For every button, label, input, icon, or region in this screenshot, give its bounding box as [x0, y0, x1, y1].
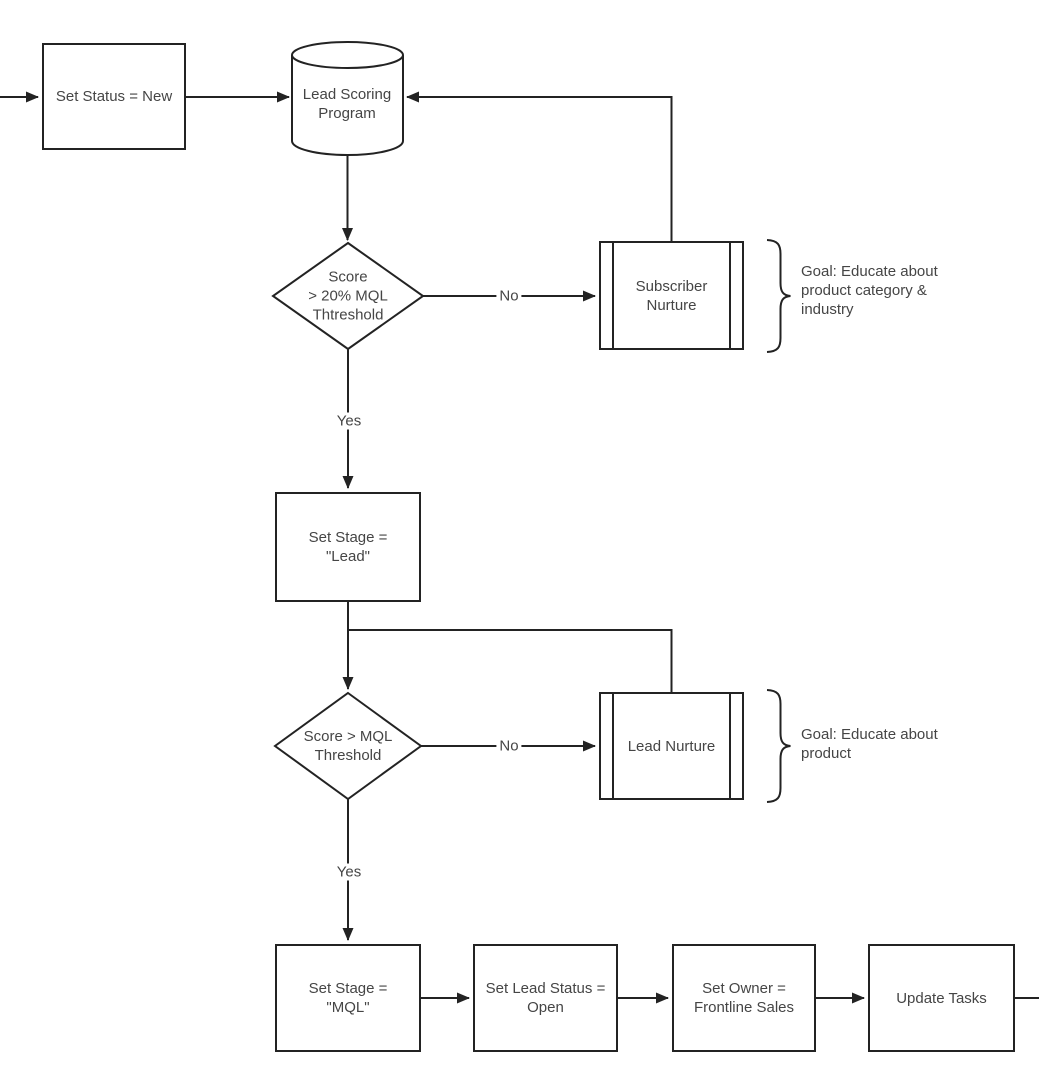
annotation-goal-lead: Goal: Educate about product [801, 725, 1011, 763]
brace-lead-goal [766, 689, 791, 803]
node-set-stage-mql: Set Stage = "MQL" [275, 944, 421, 1052]
annotation-line: product [801, 745, 852, 762]
node-label: "MQL" [326, 999, 370, 1016]
annotation-line: Goal: Educate about [801, 263, 938, 280]
node-score-20-mql-threshold-label: Score > 20% MQL Thtreshold [308, 268, 388, 325]
brace-subscriber-goal [766, 239, 791, 353]
annotation-line: product category & [801, 282, 927, 299]
node-label: Frontline Sales [693, 999, 795, 1016]
node-label: Score > MQL [303, 728, 393, 745]
node-subscriber-nurture: Subscriber Nurture [599, 241, 744, 350]
annotation-line: Goal: Educate about [801, 726, 938, 743]
node-label: Update Tasks [896, 989, 987, 1007]
node-label: Set Stage = [308, 980, 388, 997]
node-label: Lead Nurture [627, 737, 716, 755]
node-label: Score [328, 268, 368, 286]
node-update-tasks: Update Tasks [868, 944, 1015, 1052]
annotation-goal-subscriber: Goal: Educate about product category & i… [801, 262, 1011, 319]
cylinder-lead-scoring-body [291, 55, 404, 157]
node-label: Set Status = New [55, 88, 173, 105]
diamond-score-20-mql-shape [271, 241, 425, 351]
edge-subscriber-feedback-to-scoring [406, 91, 673, 241]
edge-label-yes-lead: Yes [333, 412, 365, 430]
cylinder-lead-scoring-top [291, 41, 404, 69]
node-score-mql-threshold-label: Score > MQL Threshold [304, 727, 393, 765]
edge-label-yes-mql: Yes [333, 863, 365, 881]
annotation-line: industry [801, 301, 854, 318]
edge-label-no-subscriber: No [496, 287, 522, 305]
diamond-score-mql-shape [273, 691, 423, 801]
node-label: Program [318, 105, 376, 122]
node-set-status-new: Set Status = New [42, 43, 186, 150]
node-label: Thtreshold [312, 306, 384, 324]
node-set-lead-status-open: Set Lead Status = Open [473, 944, 618, 1052]
edge-branch-to-lead-nurture [348, 629, 673, 692]
node-label: Set Stage = [308, 529, 388, 546]
node-label: Open [527, 999, 564, 1016]
node-label: "Lead" [325, 548, 371, 565]
node-label: Threshold [314, 747, 382, 764]
node-label: Nurture [646, 296, 697, 314]
node-label: Set Lead Status = [485, 980, 606, 997]
node-set-owner-frontline-sales: Set Owner = Frontline Sales [672, 944, 816, 1052]
node-lead-scoring-program-label: Lead Scoring Program [303, 85, 391, 123]
node-lead-nurture: Lead Nurture [599, 692, 744, 800]
node-label: Lead Scoring [302, 86, 392, 103]
node-set-stage-lead: Set Stage = "Lead" [275, 492, 421, 602]
edge-label-no-lead: No [496, 737, 522, 755]
node-label: Set Owner = [702, 980, 786, 997]
node-label: Subscriber [635, 277, 708, 295]
node-label: > 20% MQL [308, 287, 388, 305]
